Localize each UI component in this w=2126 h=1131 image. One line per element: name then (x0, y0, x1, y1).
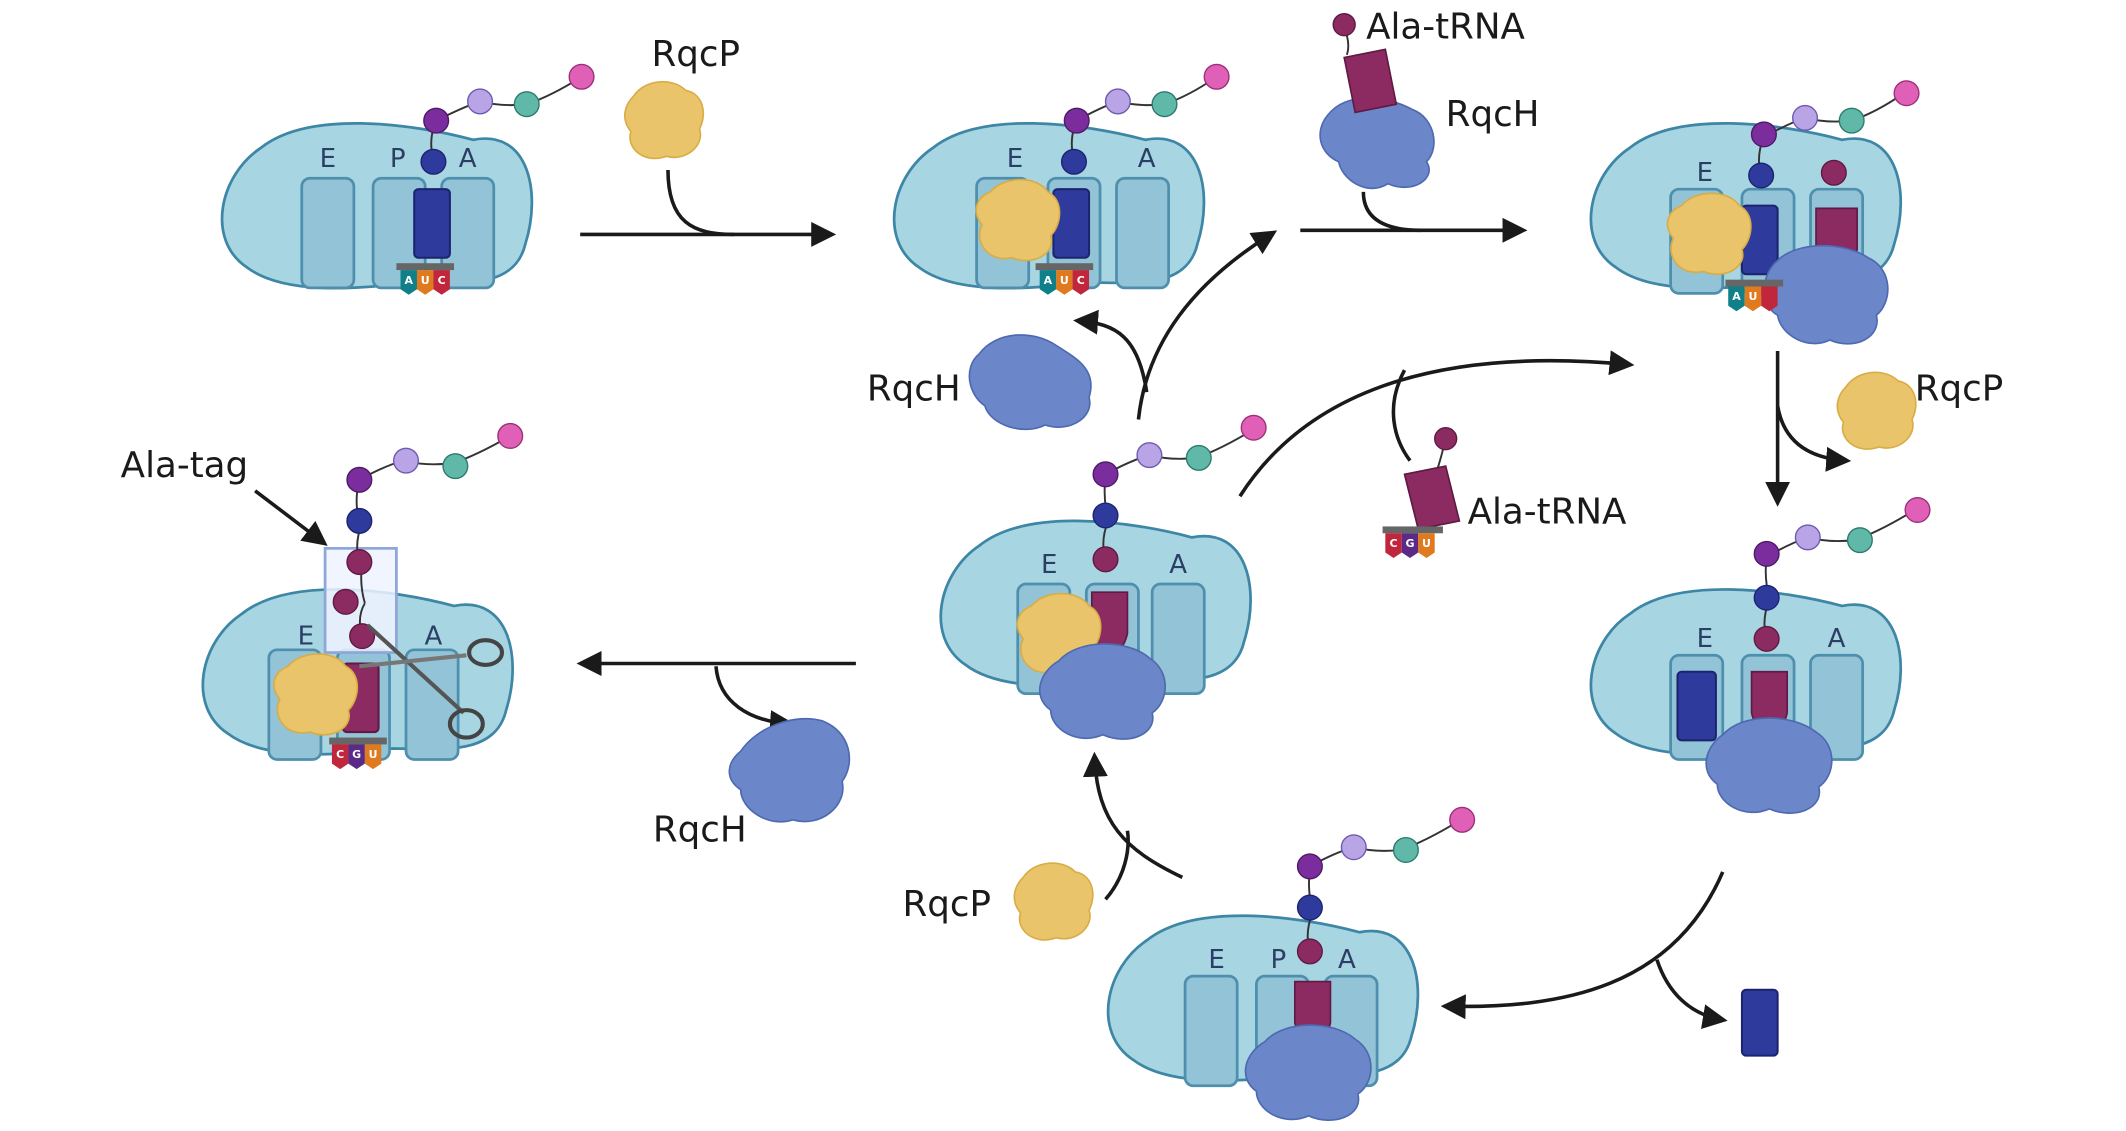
ala-trna-incoming: C G U (1382, 427, 1461, 558)
nascent-peptide-chain (1092, 414, 1267, 573)
a-site-label: A (425, 621, 443, 651)
rqch-label-left: RqcH (867, 368, 961, 409)
svg-text:U: U (369, 748, 378, 761)
rqcp-label: RqcP (652, 34, 741, 75)
rqcp-entry-curve (666, 169, 734, 237)
state-stalled-ribosome: E P A A U C (220, 63, 595, 295)
nascent-peptide-chain (420, 63, 595, 175)
e-site-label: E (1697, 158, 1713, 188)
state-rqch-ala-trna-a-site: E A U (1589, 80, 1920, 345)
released-deacylated-trna (1740, 988, 1779, 1057)
rqcp-bound (1666, 192, 1752, 276)
rqch-bound (1244, 1024, 1372, 1121)
e-site-slot (300, 176, 356, 290)
rqch-protein (1319, 97, 1435, 190)
rqch-protein-released-bottom (728, 717, 851, 823)
peptidyl-trna (413, 188, 451, 259)
rqch-entry-curve (1361, 191, 1421, 233)
nascent-peptide-chain (332, 422, 524, 650)
svg-text:A: A (404, 274, 413, 287)
arrow-trna-release (1440, 871, 1725, 1020)
rqch-protein-released-left (968, 334, 1092, 431)
codon-auc: A U C (400, 270, 450, 295)
svg-text:C: C (336, 748, 344, 761)
rqch-bound (1705, 717, 1833, 814)
e-site-label: E (298, 621, 314, 651)
mrna-strip (396, 263, 455, 271)
a-site-label: A (1138, 144, 1156, 174)
state-peptidyl-transfer: E A (1589, 496, 1931, 814)
alanine-bead (1332, 13, 1356, 37)
e-site-label: E (320, 144, 336, 174)
arrow-rqcp-rebinding (1082, 751, 1184, 879)
state-rqcp-bound: E A A U C (892, 63, 1230, 295)
arrow-ala-tag-pointer (254, 489, 328, 546)
svg-text:A: A (1044, 274, 1053, 287)
arrow-next-cycle (1238, 350, 1635, 498)
rqcp-bound (975, 178, 1061, 262)
deacylated-trna-e-site (1676, 670, 1717, 742)
rqcp-exit-curve (1775, 405, 1852, 472)
state-translocated: E P A (1106, 806, 1476, 1121)
a-site-label: A (459, 144, 477, 174)
rqch-label-top: RqcH (1446, 94, 1540, 135)
svg-text:U: U (1060, 274, 1069, 287)
p-site-label: P (390, 144, 406, 174)
ala-trna-label-top: Ala-tRNA (1366, 6, 1525, 47)
nascent-peptide-chain (1753, 496, 1931, 652)
e-site-label: E (1697, 624, 1713, 654)
svg-text:U: U (421, 274, 430, 287)
e-site-label: E (1208, 945, 1224, 975)
svg-text:G: G (352, 748, 361, 761)
trna-exit-curve (1655, 959, 1728, 1029)
a-site-label: A (1338, 945, 1356, 975)
scissors-icon (359, 623, 505, 740)
arrow-rqch-dissociation (1136, 230, 1278, 420)
codon-auc: A U (1728, 286, 1778, 312)
rqch-exit-curve (1073, 309, 1149, 393)
rqcp-protein-released (1836, 371, 1917, 450)
svg-text:C: C (1390, 537, 1398, 550)
codon-cgu: C G U (331, 744, 382, 770)
svg-text:U: U (1422, 537, 1431, 550)
codon-cgu: C G U (1385, 533, 1435, 558)
ala-tag-label: Ala-tag (121, 445, 248, 486)
rqch-ala-trna-complex (1319, 13, 1435, 190)
a-site-label: A (1169, 550, 1187, 580)
nascent-peptide-chain (1296, 806, 1476, 965)
svg-text:A: A (1732, 290, 1741, 303)
svg-text:C: C (438, 274, 446, 287)
state-center-rqcp-rqch: E A (939, 414, 1267, 740)
rqcp-label-right: RqcP (1915, 368, 2004, 409)
rqcp-protein-rebinding (1013, 862, 1094, 941)
e-site-label: E (1041, 550, 1057, 580)
nascent-peptide-chain (1060, 63, 1230, 175)
rqcp-protein-free (623, 80, 704, 160)
ala-trna-entry-curve (1391, 369, 1412, 462)
rqch-bound (1763, 244, 1889, 345)
rqch-bound (1039, 643, 1166, 740)
state-ala-tag-release: E A C G U (201, 422, 524, 770)
ala-trna (1343, 48, 1398, 114)
a-site-label: A (1828, 624, 1846, 654)
rqch-label-bottom: RqcH (653, 810, 747, 851)
nascent-peptide-chain (1748, 80, 1920, 189)
svg-text:U: U (1748, 290, 1757, 303)
svg-text:G: G (1406, 537, 1415, 550)
rqcp-label-bottom: RqcP (903, 884, 992, 925)
p-site-label: P (1270, 945, 1286, 975)
codon-auc: A U C (1039, 270, 1090, 295)
rqcp-bound (273, 653, 359, 736)
rqch-release-curve (714, 666, 796, 735)
rqcp-reentry-curve (1104, 830, 1130, 901)
e-site-label: E (1007, 144, 1023, 174)
ala-trna-label-middle: Ala-tRNA (1468, 492, 1627, 533)
svg-text:C: C (1077, 274, 1085, 287)
